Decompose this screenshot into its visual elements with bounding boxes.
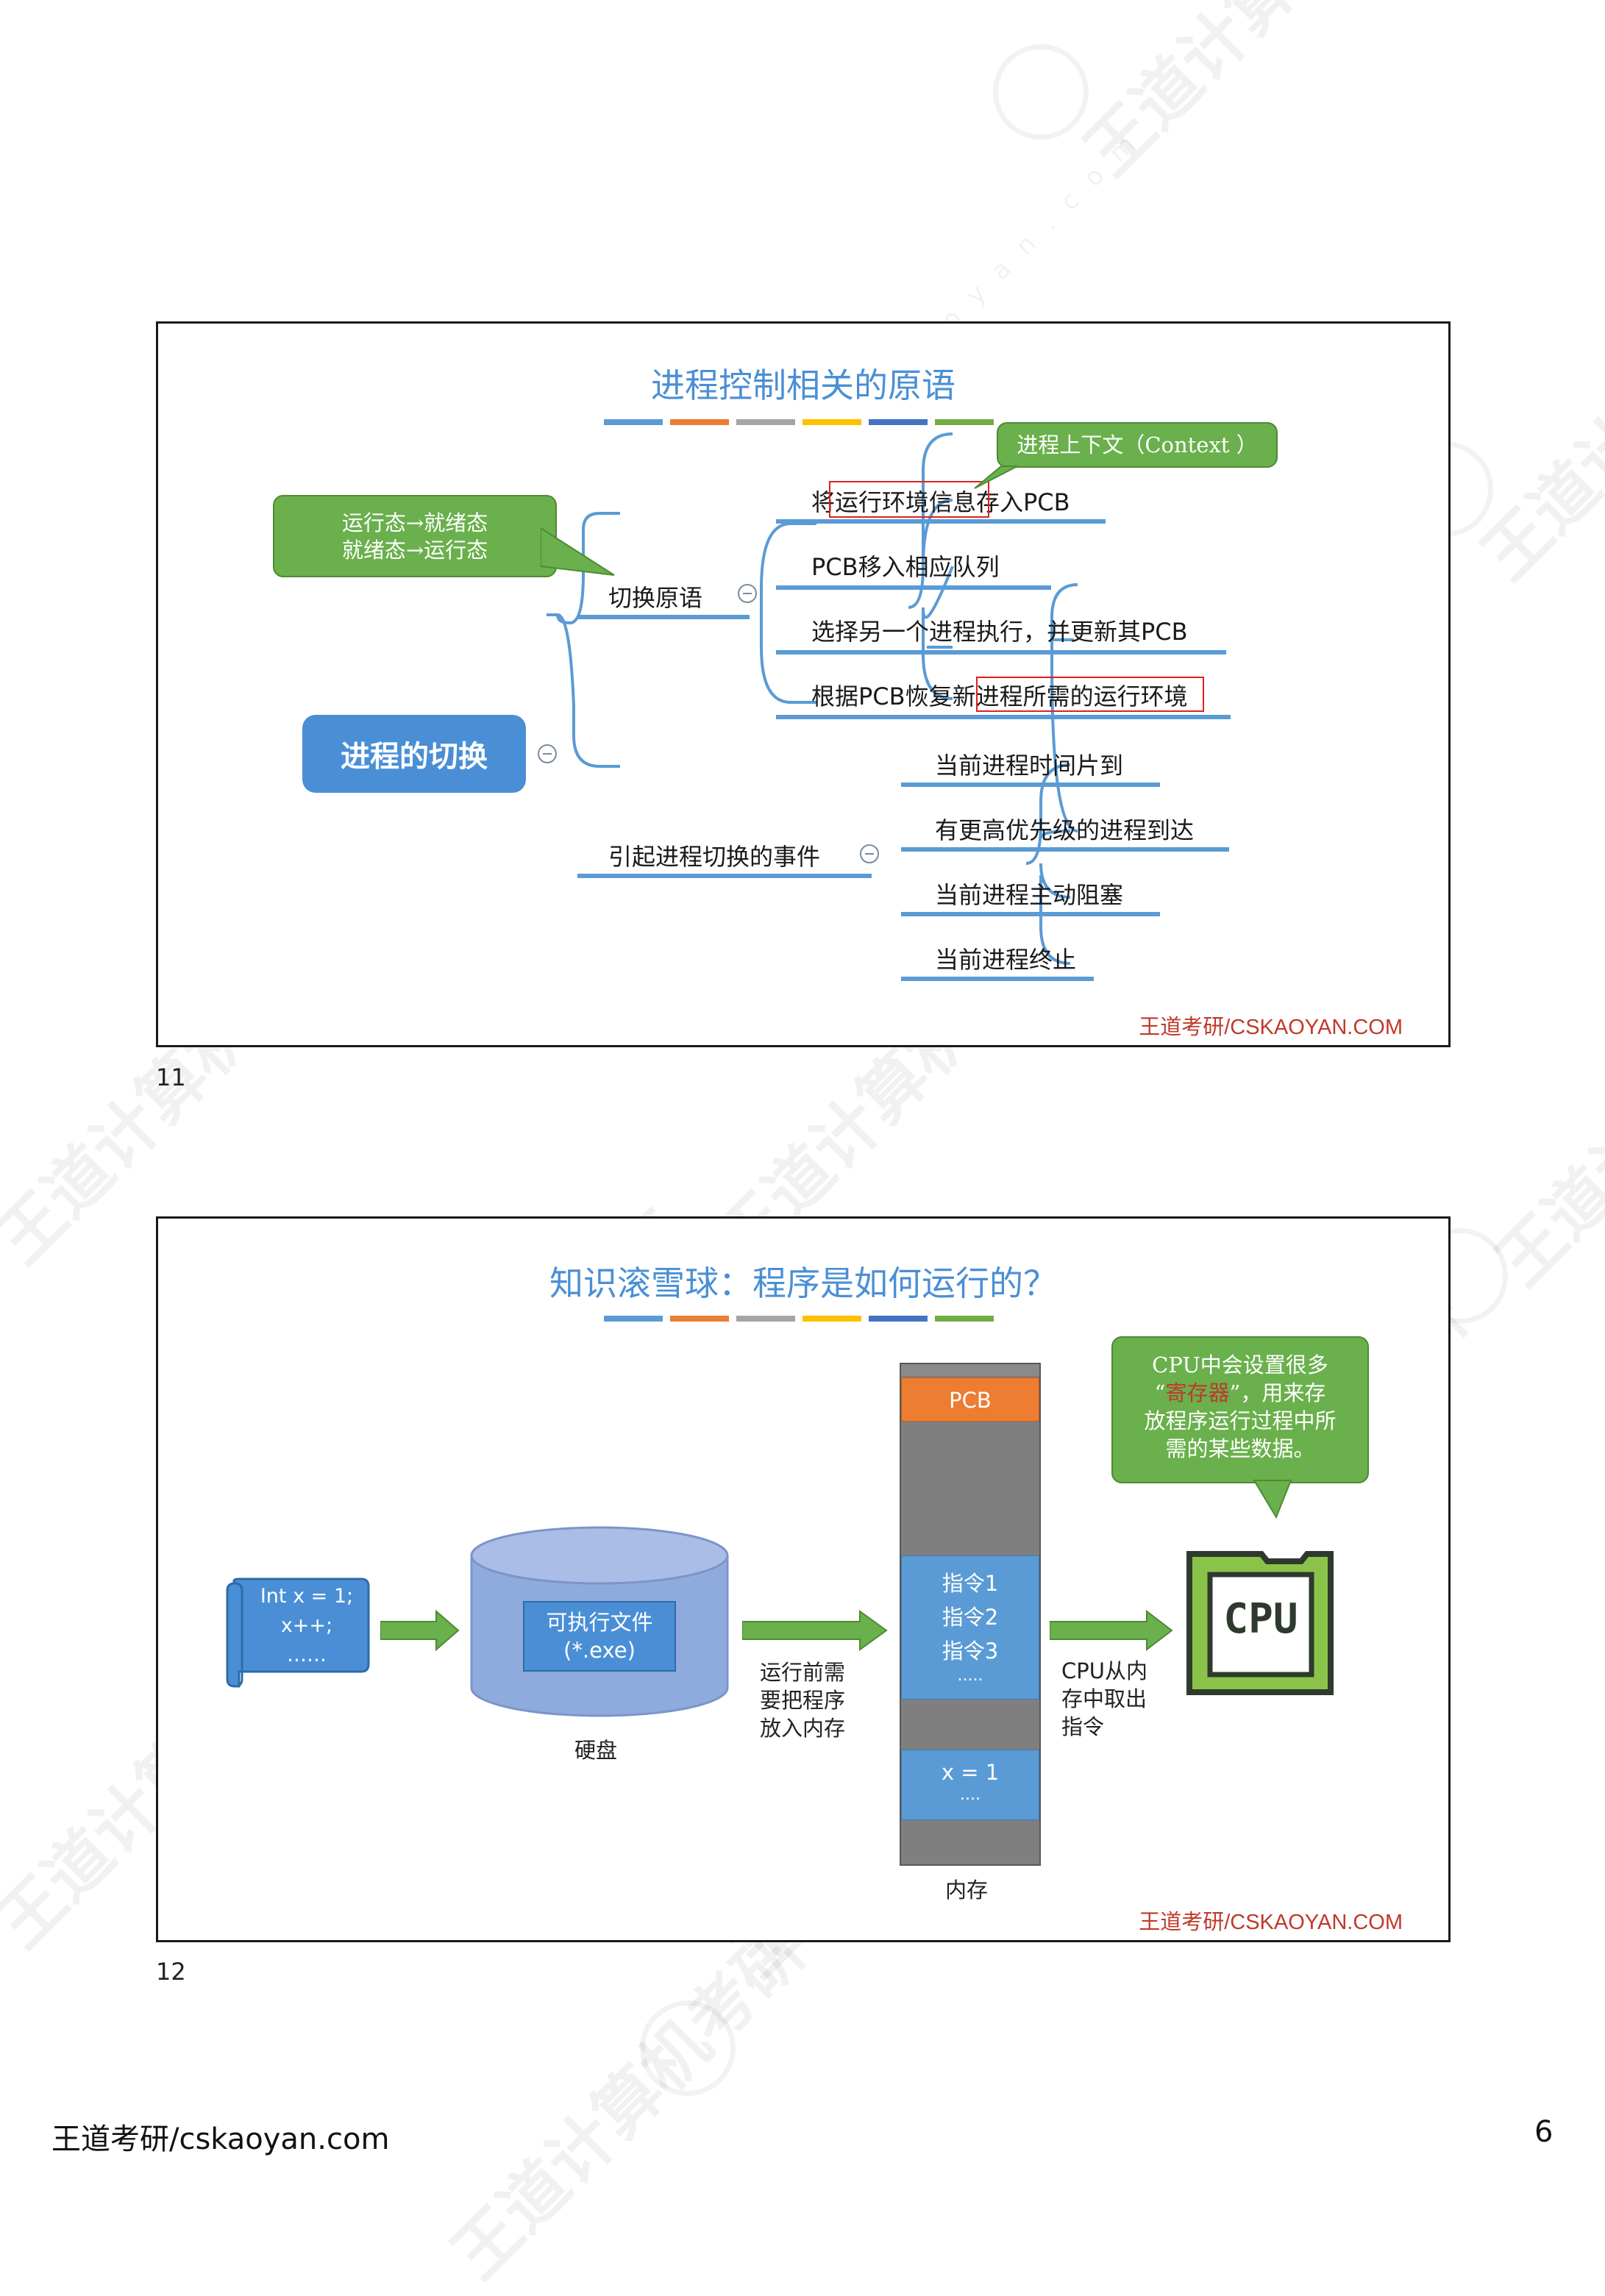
- branch-underline: [577, 615, 750, 619]
- watermark-text: 王道计算机考研: [1059, 0, 1454, 193]
- load-note: 运行前需 要把程序 放入内存: [760, 1658, 845, 1742]
- code-scroll-shape: [226, 1577, 370, 1688]
- collapse-toggle[interactable]: [538, 744, 557, 763]
- memory-instructions[interactable]: 指令1 指令2 指令3 .....: [901, 1555, 1039, 1700]
- slide-number: 11: [156, 1063, 186, 1091]
- callout-line: 需的某些数据。: [1165, 1436, 1315, 1461]
- callout-pointer: [974, 466, 1018, 489]
- callout-line: 放程序运行过程中所: [1144, 1408, 1337, 1433]
- slide-title: 知识滚雪球：程序是如何运行的？: [549, 1263, 1057, 1303]
- list-item[interactable]: 将运行环境信息存入PCB: [811, 488, 1070, 516]
- callout-line: CPU中会设置很多: [1152, 1352, 1328, 1377]
- item-underline: [901, 847, 1229, 852]
- arrow-right-icon: [380, 1609, 460, 1652]
- memory-pcb[interactable]: PCB: [901, 1377, 1039, 1422]
- list-item[interactable]: 当前进程时间片到: [935, 752, 1124, 780]
- item-underline: [776, 585, 1051, 590]
- branch-switch-events[interactable]: 引起进程切换的事件: [608, 843, 821, 871]
- page-number: 6: [1534, 2115, 1554, 2149]
- code-line: x++;: [280, 1614, 333, 1637]
- brand-label: 王道考研/CSKAOYAN.COM: [1139, 1016, 1403, 1039]
- watermark-text: 王道计算机考研: [1467, 213, 1605, 596]
- callout-line: 就绪态→运行态: [341, 538, 488, 563]
- list-item[interactable]: 当前进程主动阻塞: [935, 881, 1124, 909]
- collapse-toggle[interactable]: [738, 584, 757, 603]
- title-color-bars: [604, 1316, 994, 1322]
- highlight-registers: 寄存器: [1165, 1380, 1230, 1405]
- fetch-note: CPU从内 存中取出 指令: [1061, 1657, 1147, 1741]
- context-callout: 进程上下文（Context ）: [997, 422, 1278, 468]
- highlight-box: [829, 481, 989, 518]
- slide-12: 知识滚雪球：程序是如何运行的？ Int x = 1; x++; …… 可执行文件…: [156, 1216, 1451, 1942]
- highlight-box: [976, 677, 1204, 712]
- state-callout: 运行态→就绪态 就绪态→运行态: [273, 495, 557, 577]
- note-line: 放入内存: [760, 1716, 846, 1741]
- callout-line: 运行态→就绪态: [341, 510, 488, 535]
- note-line: 要把程序: [760, 1688, 846, 1713]
- file-ext: (*.exe): [563, 1638, 636, 1663]
- memory-label: 内存: [945, 1878, 989, 1903]
- item-underline: [901, 782, 1160, 787]
- instruction: 指令1: [942, 1571, 999, 1596]
- code-line: ……: [287, 1644, 327, 1666]
- list-item[interactable]: 当前进程终止: [935, 946, 1077, 974]
- brand-label: 王道考研/CSKAOYAN.COM: [1139, 1911, 1403, 1934]
- watermark-text: 王道计算机考研: [437, 1911, 820, 2295]
- note-line: CPU从内: [1061, 1658, 1147, 1683]
- cpu-icon[interactable]: CPU: [1181, 1545, 1339, 1704]
- memory-block: PCB 指令1 指令2 指令3 ..... x = 1 ....: [900, 1363, 1041, 1866]
- callout-pointer: [1253, 1480, 1292, 1519]
- item-underline: [901, 912, 1160, 916]
- disk-label: 硬盘: [574, 1738, 618, 1763]
- item-underline: [776, 519, 1106, 524]
- instruction: 指令3: [942, 1639, 999, 1664]
- item-underline: [776, 715, 1231, 719]
- memory-data[interactable]: x = 1 ....: [901, 1750, 1039, 1820]
- slide-11: 进程控制相关的原语 进程的切换: [156, 321, 1451, 1047]
- instruction-more: .....: [957, 1666, 983, 1685]
- footer-site[interactable]: 王道考研/cskaoyan.com: [51, 2122, 390, 2156]
- code-line: Int x = 1;: [260, 1585, 354, 1608]
- note-line: 指令: [1061, 1714, 1105, 1739]
- branch-underline: [577, 874, 872, 878]
- list-item[interactable]: PCB移入相应队列: [811, 553, 1000, 581]
- arrow-right-icon: [1050, 1609, 1173, 1652]
- code-snippet: Int x = 1; x++; ……: [248, 1582, 366, 1670]
- root-node[interactable]: 进程的切换: [302, 715, 526, 793]
- register-callout: CPU中会设置很多 “寄存器”，用来存 放程序运行过程中所 需的某些数据。: [1111, 1336, 1369, 1483]
- item-underline: [776, 650, 1226, 655]
- cpu-icon-label: CPU: [1223, 1595, 1298, 1643]
- slide-title: 进程控制相关的原语: [651, 366, 955, 405]
- collapse-toggle[interactable]: [860, 844, 879, 863]
- data-value: x = 1: [941, 1760, 1000, 1785]
- note-line: 存中取出: [1061, 1686, 1147, 1711]
- slide-number: 12: [156, 1958, 186, 1986]
- callout-pointer: [541, 527, 615, 576]
- file-label: 可执行文件: [546, 1610, 653, 1635]
- item-underline: [901, 977, 1094, 981]
- title-color-bars: [604, 419, 994, 425]
- note-line: 运行前需: [760, 1660, 846, 1685]
- list-item[interactable]: 有更高优先级的进程到达: [935, 816, 1195, 844]
- arrow-right-icon: [742, 1610, 888, 1651]
- list-item[interactable]: 选择另一个进程执行，并更新其PCB: [811, 618, 1188, 646]
- instruction: 指令2: [942, 1605, 999, 1630]
- executable-file[interactable]: 可执行文件 (*.exe): [523, 1601, 676, 1672]
- branch-switch-primitive[interactable]: 切换原语: [608, 584, 703, 612]
- callout-line: “寄存器”，用来存: [1154, 1380, 1326, 1405]
- list-item[interactable]: 根据PCB恢复新进程所需的运行环境: [811, 682, 1188, 710]
- data-more: ....: [960, 1786, 981, 1804]
